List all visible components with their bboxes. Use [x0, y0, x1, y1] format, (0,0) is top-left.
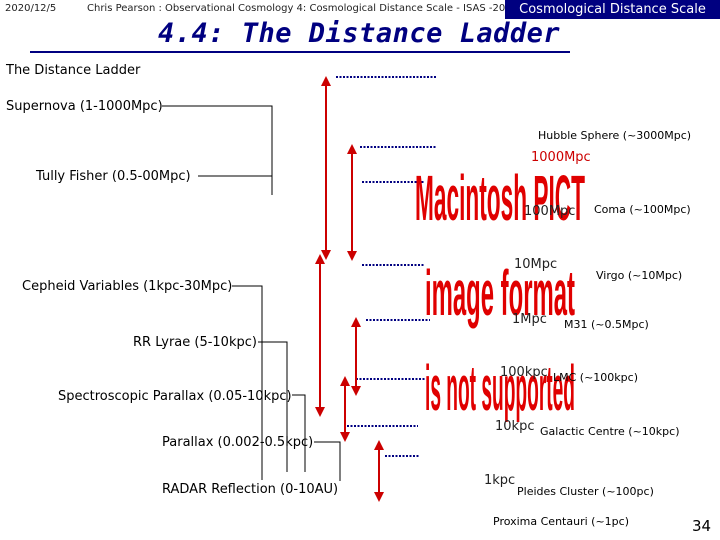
connector-cepheid — [232, 285, 263, 480]
placeholder-line-1: Macintosh PICT — [415, 162, 585, 234]
object-galactic-centre: Galactic Centre (~10kpc) — [540, 425, 680, 438]
course-info: Chris Pearson : Observational Cosmology … — [87, 3, 518, 14]
distance-10mpc: 10Mpc — [514, 257, 558, 272]
slide-title: 4.4: The Distance Ladder — [158, 18, 561, 49]
title-underline — [30, 51, 570, 53]
object-hubble-sphere: Hubble Sphere (~3000Mpc) — [538, 129, 692, 142]
method-label-spectroscopic-parallax: Spectroscopic Parallax (0.05-10kpc) — [58, 389, 292, 404]
object-m31: M31 (~0.5Mpc) — [564, 318, 649, 331]
object-lmc: LMC (~100kpc) — [553, 371, 638, 384]
distance-10kpc: 10kpc — [495, 419, 535, 434]
section-title: Cosmological Distance Scale — [505, 0, 720, 19]
connector-parallax — [314, 441, 341, 481]
distance-1000mpc: 1000Mpc — [531, 150, 591, 165]
object-virgo: Virgo (~10Mpc) — [596, 269, 683, 282]
page-number: 34 — [692, 517, 712, 535]
distance-1kpc: 1kpc — [484, 473, 516, 488]
object-pleides-cluster: Pleides Cluster (~100pc) — [517, 485, 654, 498]
connector-rr-lyrae — [258, 341, 288, 472]
distance-100kpc: 100kpc — [500, 365, 548, 380]
distance-100mpc: 100Mpc — [524, 204, 576, 219]
unsupported-image-placeholder: Macintosh PICT image format is not suppo… — [415, 162, 585, 422]
object-proxima-centauri: Proxima Centauri (~1pc) — [493, 515, 629, 528]
method-label-supernova: Supernova (1-1000Mpc) — [6, 99, 163, 114]
connector-supernova — [162, 105, 273, 195]
placeholder-line-2: image format — [425, 257, 575, 329]
method-label-rr-lyrae: RR Lyrae (5-10kpc) — [133, 335, 257, 350]
slide-date: 2020/12/5 — [5, 3, 57, 14]
placeholder-line-3: is not supported — [425, 352, 575, 422]
slide-subtitle: The Distance Ladder — [6, 63, 141, 78]
object-coma: Coma (~100Mpc) — [594, 203, 691, 216]
method-label-cepheid: Cepheid Variables (1kpc-30Mpc) — [22, 279, 233, 294]
method-label-tully-fisher: Tully Fisher (0.5-00Mpc) — [36, 169, 191, 184]
method-label-radar: RADAR Reflection (0-10AU) — [162, 482, 339, 497]
method-label-parallax: Parallax (0.002-0.5kpc) — [162, 435, 314, 450]
distance-1mpc: 1Mpc — [512, 312, 547, 327]
connector-spectroscopic — [292, 394, 306, 472]
